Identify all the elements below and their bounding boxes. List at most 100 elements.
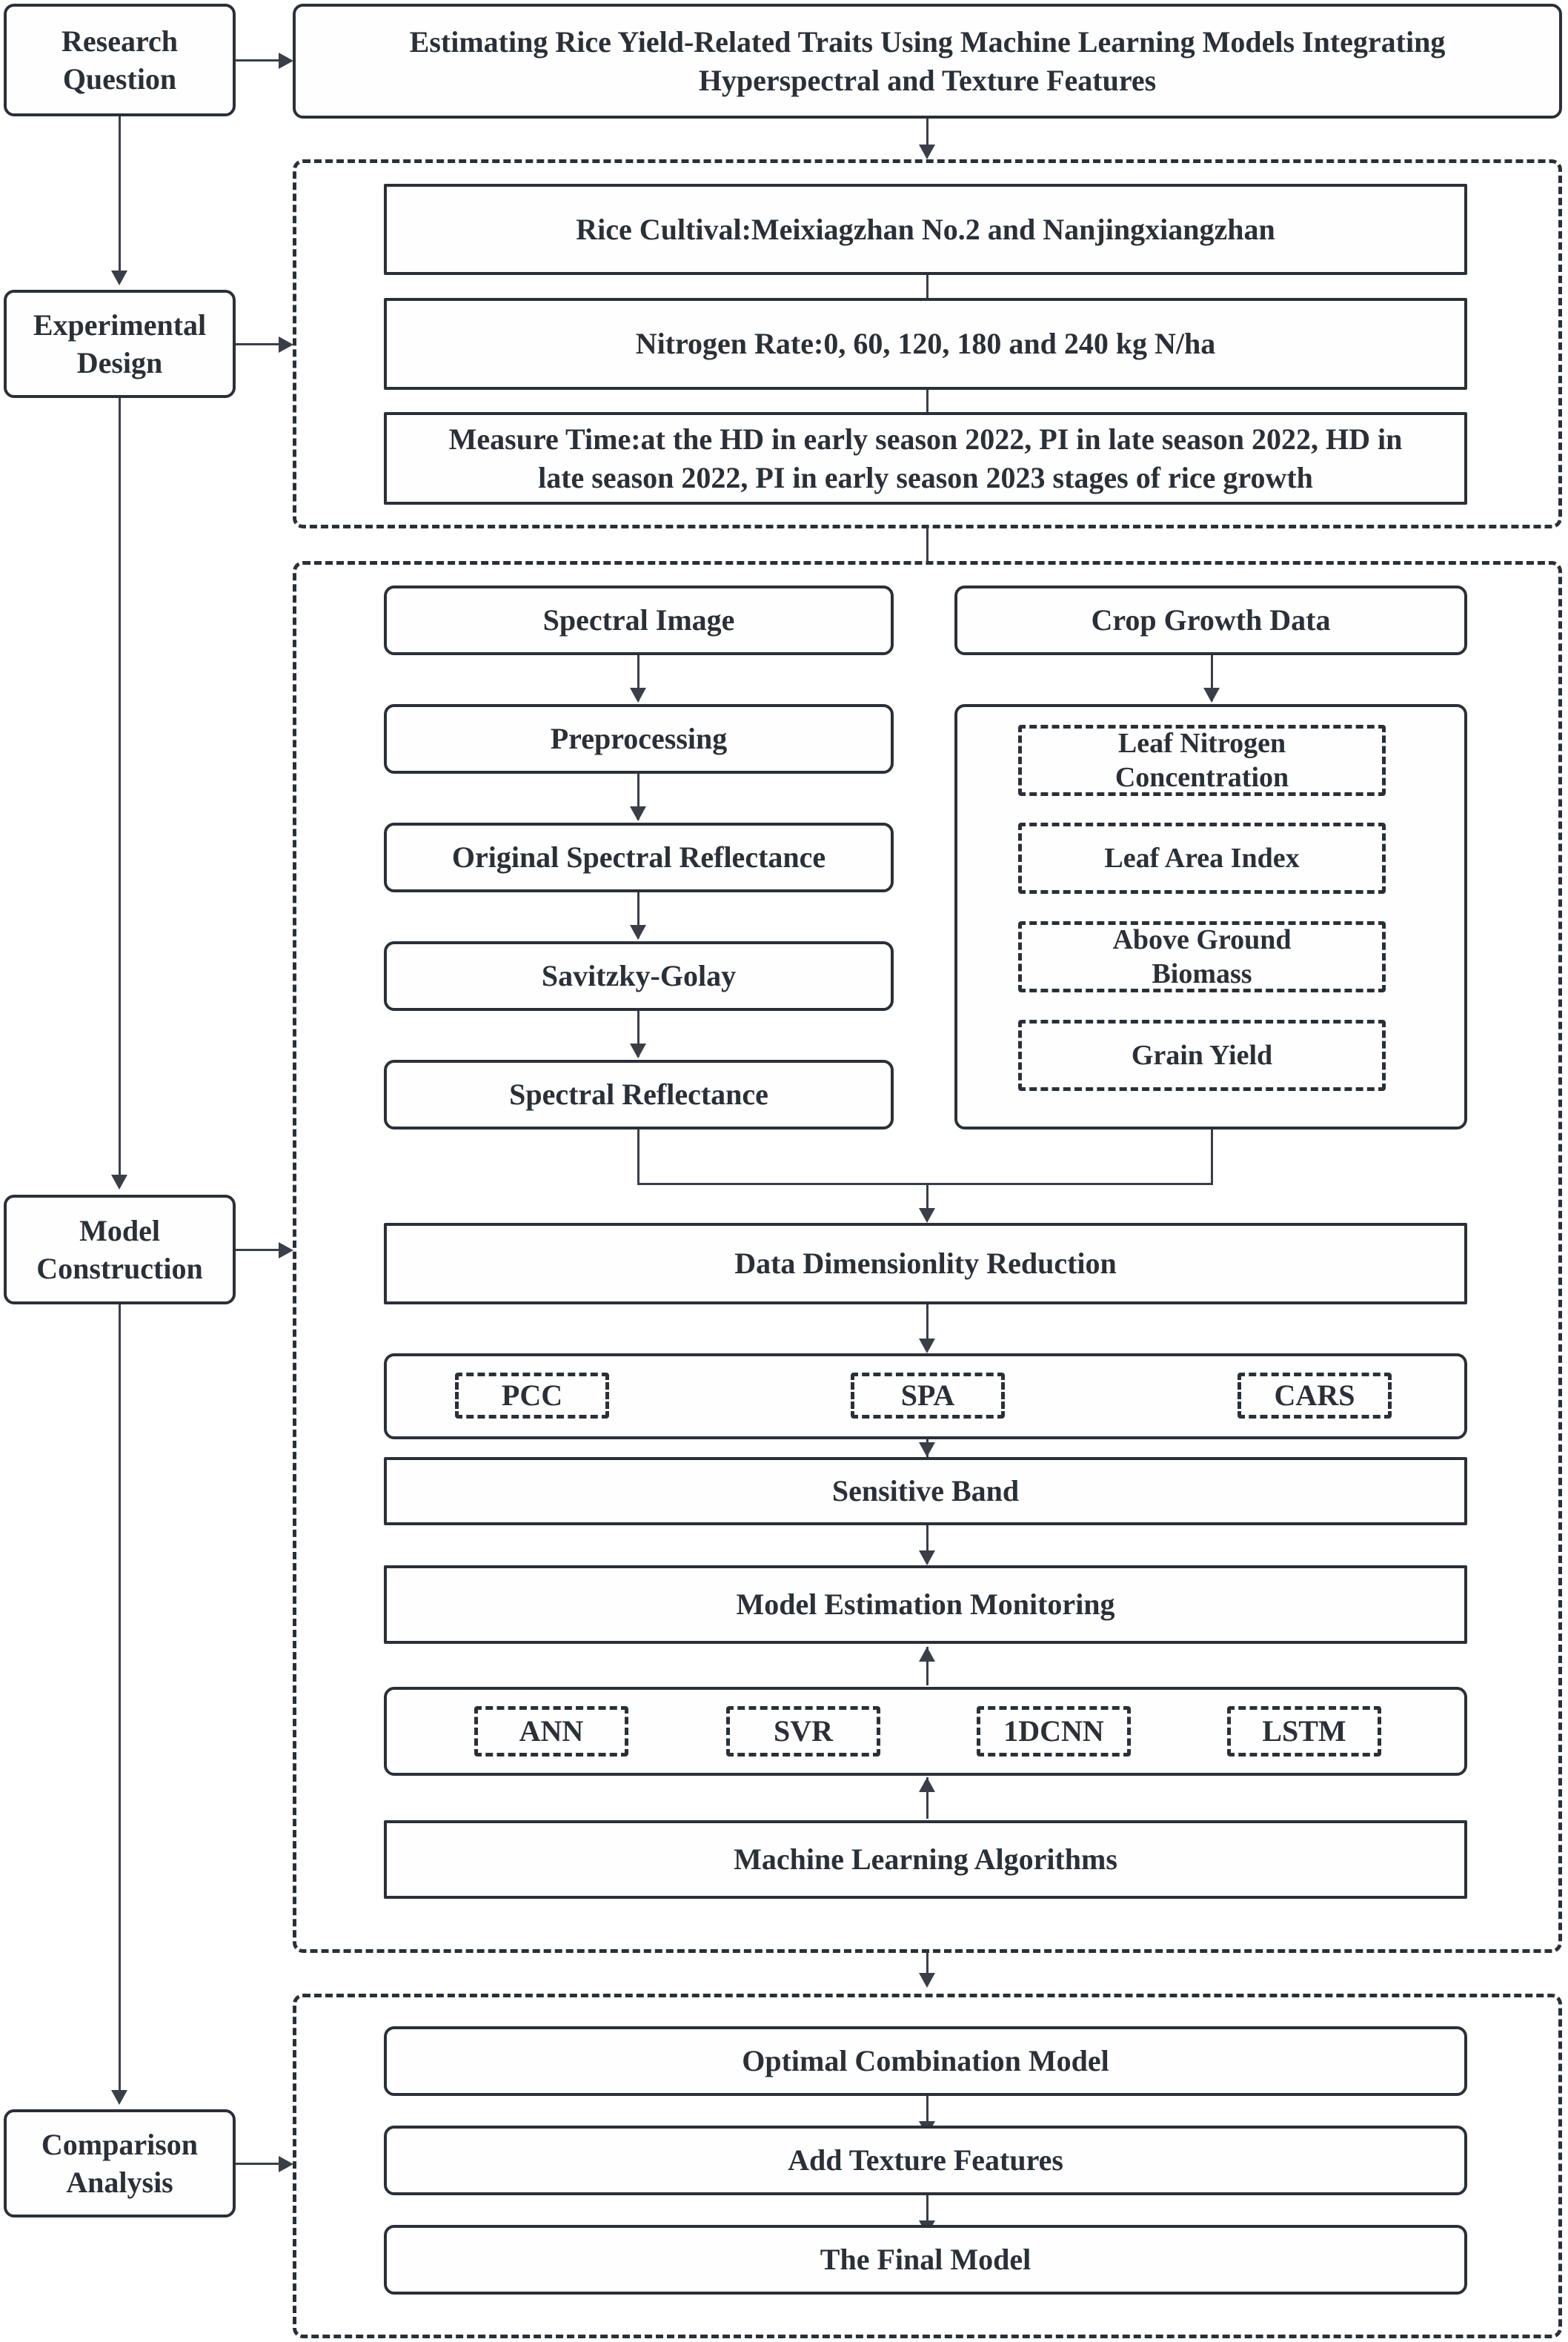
connector-ml-algorithms-to-algorithms-group xyxy=(926,1777,928,1819)
trait-above-ground-biomass[interactable]: Above Ground Biomass xyxy=(1018,921,1386,992)
model-estimation-monitoring-label: Model Estimation Monitoring xyxy=(736,1588,1115,1622)
comparison-analysis-panel xyxy=(293,1994,1562,2338)
connector-sensitive-band-to-model-estimation xyxy=(926,1525,928,1564)
final-model-label: The Final Model xyxy=(820,2243,1032,2277)
experiment-nitrogen-rate-box[interactable]: Nitrogen Rate:0, 60, 120, 180 and 240 kg… xyxy=(384,298,1467,390)
algorithm-svr-label: SVR xyxy=(773,1714,834,1748)
method-spa-label: SPA xyxy=(900,1378,955,1412)
sensitive-band-box[interactable]: Sensitive Band xyxy=(384,1457,1467,1525)
connector-nitrogen-to-measure-time xyxy=(926,390,928,412)
algorithm-lstm[interactable]: LSTM xyxy=(1227,1706,1381,1756)
optimal-combination-model-label: Optimal Combination Model xyxy=(742,2044,1109,2078)
experimental-design-line-2: Design xyxy=(76,346,163,379)
sensitive-band-label: Sensitive Band xyxy=(831,1474,1020,1508)
machine-learning-algorithms-box[interactable]: Machine Learning Algorithms xyxy=(384,1820,1467,1899)
arrow-to-model-estimation xyxy=(919,1550,935,1565)
connector-comparison-to-panel xyxy=(236,2163,279,2165)
arrow-into-experimental-design xyxy=(111,271,127,285)
arrow-to-original-reflectance xyxy=(630,806,646,821)
data-dimensionality-reduction-label: Data Dimensionlity Reduction xyxy=(734,1247,1117,1281)
merge-stem-left xyxy=(637,1129,640,1185)
spectral-reflectance-box[interactable]: Spectral Reflectance xyxy=(384,1060,894,1129)
preprocessing-box[interactable]: Preprocessing xyxy=(384,704,894,774)
original-spectral-reflectance-label: Original Spectral Reflectance xyxy=(451,840,826,875)
algorithm-ann-label: ANN xyxy=(519,1714,584,1748)
algorithm-ann[interactable]: ANN xyxy=(474,1706,628,1756)
stage-label-model-construction[interactable]: Model Construction xyxy=(4,1195,236,1304)
algorithm-1dcnn[interactable]: 1DCNN xyxy=(977,1706,1131,1756)
connector-optimal-to-texture xyxy=(926,2096,928,2134)
paper-title-box[interactable]: Estimating Rice Yield-Related Traits Usi… xyxy=(293,4,1562,119)
grain-yield-label: Grain Yield xyxy=(1131,1039,1273,1071)
connector-original-reflectance-to-savitzky xyxy=(637,892,640,938)
experiment-cultivar-box[interactable]: Rice Cultival:Meixiagzhan No.2 and Nanji… xyxy=(384,184,1467,275)
arrow-up-to-model-estimation xyxy=(919,1647,935,1662)
arrow-to-crop-traits-group xyxy=(1203,688,1220,703)
research-question-line-2: Question xyxy=(62,62,177,96)
model-estimation-monitoring-box[interactable]: Model Estimation Monitoring xyxy=(384,1565,1467,1644)
model-construction-line-1: Model xyxy=(79,1213,160,1247)
connector-research-to-title xyxy=(236,59,279,62)
method-spa[interactable]: SPA xyxy=(851,1373,1005,1419)
connector-model-panel-to-comparison-panel xyxy=(926,1953,928,1981)
connector-cultivar-to-nitrogen xyxy=(926,275,928,298)
algorithm-1dcnn-label: 1DCNN xyxy=(1003,1714,1104,1748)
arrow-to-preprocessing xyxy=(630,688,646,703)
method-cars-label: CARS xyxy=(1274,1378,1355,1412)
preprocessing-label: Preprocessing xyxy=(550,722,728,756)
research-question-line-1: Research xyxy=(62,24,178,58)
data-dimensionality-reduction-box[interactable]: Data Dimensionlity Reduction xyxy=(384,1223,1467,1304)
arrow-into-comparison-analysis xyxy=(111,2090,127,2105)
arrow-to-title-box xyxy=(279,53,293,69)
crop-growth-data-box[interactable]: Crop Growth Data xyxy=(954,586,1467,655)
method-cars[interactable]: CARS xyxy=(1238,1373,1392,1419)
leaf-nitrogen-line-1: Leaf Nitrogen xyxy=(1117,727,1286,759)
original-spectral-reflectance-box[interactable]: Original Spectral Reflectance xyxy=(384,823,894,892)
merge-bar xyxy=(637,1183,1213,1185)
method-pcc-label: PCC xyxy=(501,1378,563,1412)
arrow-to-model-panel xyxy=(279,1242,293,1258)
merge-stem-right xyxy=(1211,1129,1213,1185)
trait-leaf-nitrogen-concentration[interactable]: Leaf Nitrogen Concentration xyxy=(1018,725,1386,796)
connector-savitzky-to-spectral-reflectance xyxy=(637,1011,640,1057)
stage-label-experimental-design[interactable]: Experimental Design xyxy=(4,290,236,398)
connector-algorithms-to-model-estimation xyxy=(926,1647,928,1685)
stage-label-research-question[interactable]: Research Question xyxy=(4,4,236,116)
experiment-measure-time-box[interactable]: Measure Time:at the HD in early season 2… xyxy=(384,412,1467,505)
connector-model-to-panel xyxy=(236,1249,279,1251)
spine-model-to-comparison xyxy=(119,1304,121,2090)
experimental-design-line-1: Experimental xyxy=(33,308,207,342)
arrow-to-dimensionality-methods xyxy=(919,1338,935,1353)
savitzky-golay-box[interactable]: Savitzky-Golay xyxy=(384,941,894,1011)
spectral-reflectance-label: Spectral Reflectance xyxy=(509,1078,768,1112)
connector-spectral-image-to-preprocessing xyxy=(637,655,640,701)
spectral-image-box[interactable]: Spectral Image xyxy=(384,586,894,655)
trait-leaf-area-index[interactable]: Leaf Area Index xyxy=(1018,823,1386,894)
experimental-design-panel xyxy=(293,159,1562,528)
arrow-into-comparison-panel-top xyxy=(919,1973,935,1988)
nitrogen-rate-text: Nitrogen Rate:0, 60, 120, 180 and 240 kg… xyxy=(635,327,1216,361)
model-construction-line-2: Construction xyxy=(36,1252,203,1285)
final-model-box[interactable]: The Final Model xyxy=(384,2225,1467,2295)
measure-time-line-1: Measure Time:at the HD in early season 2… xyxy=(448,422,1403,457)
trait-grain-yield[interactable]: Grain Yield xyxy=(1018,1020,1386,1091)
above-ground-biomass-line-2: Biomass xyxy=(1152,958,1252,989)
optimal-combination-model-box[interactable]: Optimal Combination Model xyxy=(384,2026,1467,2096)
connector-texture-to-final-model xyxy=(926,2195,928,2234)
arrow-to-dimensionality-reduction xyxy=(919,1208,935,1223)
connector-title-to-experimental-panel xyxy=(926,119,928,150)
connector-preprocessing-to-original-reflectance xyxy=(637,774,640,820)
measure-time-line-2: late season 2022, PI in early season 202… xyxy=(538,460,1313,494)
connector-ddr-to-methods xyxy=(926,1304,928,1350)
stage-label-comparison-analysis[interactable]: Comparison Analysis xyxy=(4,2109,236,2217)
connector-experimental-panel-to-model-panel xyxy=(926,528,928,561)
algorithm-svr[interactable]: SVR xyxy=(726,1706,880,1756)
method-pcc[interactable]: PCC xyxy=(455,1373,609,1419)
arrow-title-down xyxy=(919,145,935,159)
add-texture-features-label: Add Texture Features xyxy=(788,2143,1063,2177)
spectral-image-label: Spectral Image xyxy=(542,603,735,637)
add-texture-features-box[interactable]: Add Texture Features xyxy=(384,2126,1467,2195)
spine-research-to-experimental xyxy=(119,116,121,271)
spine-experimental-to-model xyxy=(119,398,121,1175)
arrow-up-to-algorithms-group xyxy=(919,1777,935,1792)
